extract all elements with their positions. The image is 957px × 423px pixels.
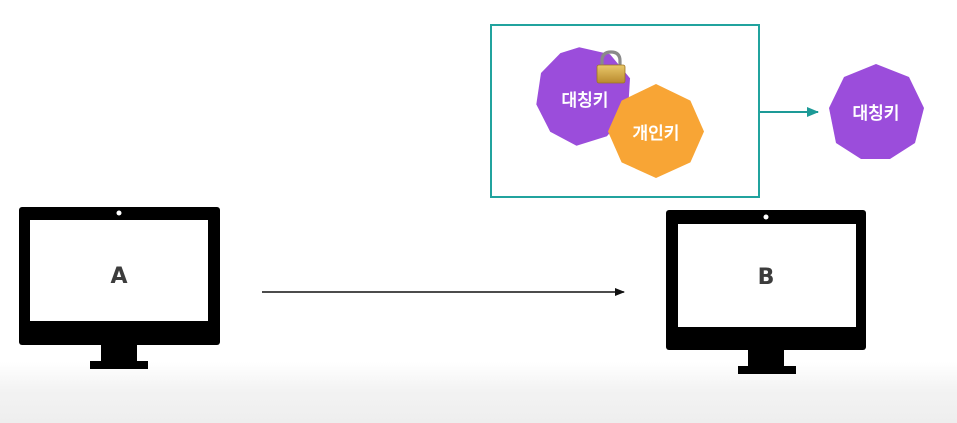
private-key-label: 개인키 xyxy=(633,124,680,144)
monitor-b-screen xyxy=(678,224,856,327)
computer-a: A xyxy=(19,207,220,369)
monitor-a-base xyxy=(90,361,148,369)
camera-a xyxy=(116,210,122,216)
result-symmetric-key-shape xyxy=(829,64,924,159)
camera-b xyxy=(763,214,769,220)
computer-a-label: A xyxy=(110,264,127,289)
monitor-a-screen xyxy=(30,220,208,321)
symmetric-key-label: 대칭키 xyxy=(562,91,609,111)
private-key-shape xyxy=(608,84,704,178)
encrypted-bundle: 대칭키 개인키 xyxy=(490,24,760,198)
result-symmetric-key: 대칭키 xyxy=(829,64,924,159)
computer-b: B xyxy=(666,210,866,374)
monitor-b-neck xyxy=(748,350,784,366)
monitor-a-neck xyxy=(101,345,137,361)
monitor-b-base xyxy=(738,366,796,374)
computer-b-label: B xyxy=(758,265,775,290)
bundle-box xyxy=(490,24,760,198)
lock-icon xyxy=(596,50,626,84)
result-symmetric-key-label: 대칭키 xyxy=(853,104,900,124)
